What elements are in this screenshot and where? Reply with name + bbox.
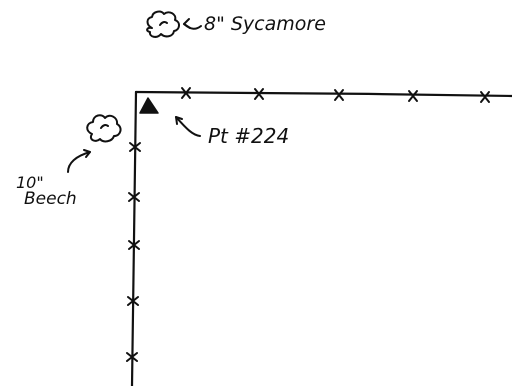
triangle-point-icon (139, 97, 159, 114)
x-mark-icon (126, 352, 138, 362)
x-mark-icon (181, 87, 191, 99)
beech-size-label: 10" (16, 173, 44, 192)
x-mark-icon (127, 296, 139, 306)
beech-name-label: Beech (24, 189, 77, 209)
x-mark-icon (408, 90, 418, 102)
sycamore-pointer-arrow (183, 18, 202, 30)
fence-line-left (130, 90, 138, 386)
fence-posts-left (126, 142, 141, 362)
fence-posts-top (181, 87, 490, 103)
beech-pointer-arrow (67, 149, 91, 173)
x-mark-icon (334, 89, 344, 101)
x-mark-icon (254, 88, 264, 100)
x-mark-icon (480, 91, 490, 103)
fence-line-top (134, 90, 512, 98)
x-mark-icon (128, 240, 140, 250)
x-mark-icon (129, 142, 141, 152)
point-pointer-arrow (175, 116, 201, 137)
fence-lines (130, 90, 512, 386)
sycamore-tree-icon (146, 10, 180, 38)
beech-tree-icon (86, 114, 122, 143)
x-mark-icon (128, 192, 140, 202)
point-label: Pt #224 (208, 124, 289, 148)
sycamore-label: 8" Sycamore (204, 13, 326, 35)
